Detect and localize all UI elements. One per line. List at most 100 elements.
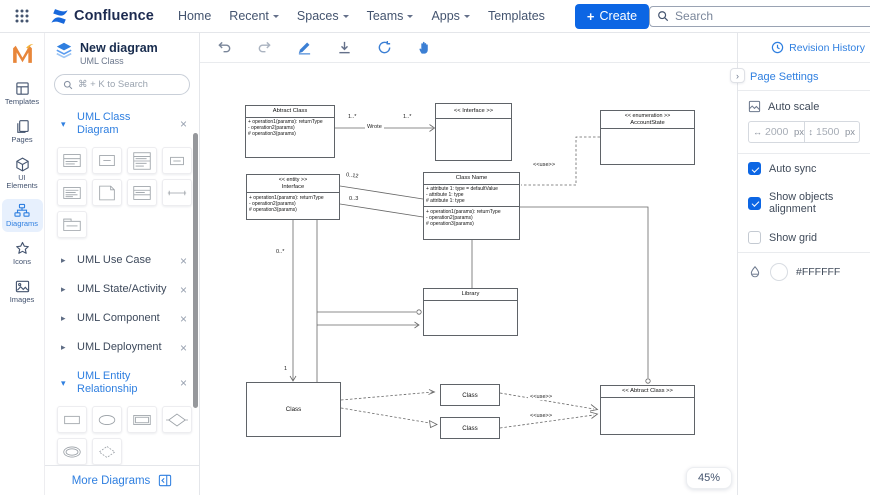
uml-node-interface[interactable]: << Interface >> — [435, 103, 512, 161]
redo-icon[interactable] — [254, 38, 274, 58]
page-height-field[interactable]: ↕ px — [803, 122, 860, 142]
uml-attribute: + attribute 1: type = defaultValue — [426, 186, 498, 192]
uml-node-class-big[interactable]: Class — [246, 382, 341, 437]
vertical-arrow-icon: ↕ — [808, 127, 814, 137]
undo-icon[interactable] — [214, 38, 234, 58]
settings-panel: Revision History › Page Settings Auto sc… — [730, 33, 870, 495]
section-uml-state-activity[interactable]: ▸ UML State/Activity × — [61, 282, 187, 297]
sidebar-item-pages[interactable]: Pages — [2, 115, 43, 148]
uml-node-class-name[interactable]: Class Name + attribute 1: type = default… — [423, 172, 520, 240]
shapes-search-input[interactable] — [78, 79, 181, 90]
option-show-objects-alignment[interactable]: Show objects alignment — [738, 183, 870, 223]
shape-weak-entity[interactable] — [127, 406, 157, 433]
divider — [738, 252, 870, 253]
close-icon[interactable]: × — [179, 340, 187, 355]
uml-node-class-small-1[interactable]: Class — [440, 384, 500, 406]
caret-right-icon: ▸ — [61, 255, 66, 265]
nav-templates[interactable]: Templates — [487, 9, 545, 23]
page-width-input[interactable] — [765, 126, 791, 138]
uml-node-accountstate[interactable]: << enumeration >> AccountState — [600, 110, 695, 165]
nav-home[interactable]: Home — [177, 9, 212, 23]
shape-detailed-class[interactable] — [127, 147, 157, 174]
sidebar-item-icons[interactable]: Icons — [2, 237, 43, 270]
page-height-input[interactable] — [816, 126, 842, 138]
caret-right-icon: ▸ — [61, 342, 66, 352]
auto-scale-label: Auto scale — [768, 100, 820, 113]
zoom-level-badge[interactable]: 45% — [685, 467, 732, 489]
uml-node-abstract-class-2[interactable]: << Abtract Class >> — [600, 385, 695, 435]
show-objects-alignment-checkbox[interactable] — [748, 196, 761, 210]
uml-attribute: # attribute 1: type — [426, 198, 465, 205]
shape-simple-class[interactable] — [92, 147, 122, 174]
panel-scrollbar[interactable] — [193, 133, 198, 408]
draw-pencil-icon[interactable] — [294, 38, 314, 58]
section-uml-component[interactable]: ▸ UML Component × — [61, 311, 187, 326]
auto-sync-checkbox[interactable] — [748, 162, 761, 175]
image-icon — [15, 279, 30, 294]
shape-class-attributes[interactable] — [57, 179, 87, 206]
option-show-grid[interactable]: Show grid — [738, 223, 870, 252]
app-rail: Templates Pages UI Elements — [0, 33, 45, 495]
download-icon[interactable] — [334, 38, 354, 58]
close-icon[interactable]: × — [179, 253, 187, 268]
shape-association[interactable] — [162, 179, 192, 206]
close-icon[interactable]: × — [179, 311, 187, 326]
nav-teams[interactable]: Teams — [367, 9, 414, 23]
background-color-swatch[interactable] — [770, 263, 788, 281]
shape-package[interactable] — [57, 211, 87, 238]
confluence-logo[interactable]: Confluence — [50, 7, 154, 26]
close-icon[interactable]: × — [179, 282, 187, 297]
shape-small-class[interactable] — [162, 147, 192, 174]
chevron-down-icon — [272, 14, 279, 21]
shape-interface-class[interactable] — [127, 179, 157, 206]
revision-history-button[interactable]: Revision History — [738, 33, 870, 63]
nav-apps[interactable]: Apps — [431, 9, 470, 23]
shape-multivalued-attribute[interactable] — [57, 438, 87, 465]
create-button[interactable]: + Create — [574, 3, 650, 29]
global-search[interactable] — [649, 5, 870, 27]
uml-node-class-small-2[interactable]: Class — [440, 417, 500, 439]
diagram-canvas[interactable]: Abtract Class + operation1(params): retu… — [200, 63, 737, 495]
uml-node-title: Interface — [281, 183, 305, 190]
shape-relationship[interactable] — [162, 406, 192, 433]
paint-fill-icon — [748, 265, 762, 279]
sidebar-item-images[interactable]: Images — [2, 275, 43, 308]
more-diagrams-button[interactable]: More Diagrams — [45, 465, 199, 495]
uml-node-library[interactable]: Library — [423, 288, 518, 336]
sync-icon[interactable] — [374, 38, 394, 58]
sidebar-item-ui-elements[interactable]: UI Elements — [2, 153, 43, 194]
section-uml-class-diagram[interactable]: ▾ UML Class Diagram × — [61, 111, 187, 136]
shapes-search[interactable] — [54, 74, 190, 95]
page-width-field[interactable]: ↔ px — [749, 122, 804, 142]
background-color-row: #FFFFFF — [738, 253, 870, 291]
close-icon[interactable]: × — [179, 117, 187, 131]
pan-hand-icon[interactable] — [414, 38, 434, 58]
shape-note[interactable] — [92, 179, 122, 206]
option-auto-sync[interactable]: Auto sync — [738, 154, 870, 183]
uml-node-title: Class — [285, 406, 302, 413]
uml-operation: # operation3(params) — [426, 221, 474, 228]
cube-icon — [15, 157, 30, 172]
sidebar-item-templates[interactable]: Templates — [2, 77, 43, 110]
uml-node-abstract-class[interactable]: Abtract Class + operation1(params): retu… — [245, 105, 335, 158]
shape-entity[interactable] — [57, 406, 87, 433]
collapse-panel-button[interactable]: › — [730, 68, 745, 83]
section-uml-entity-relationship[interactable]: ▾ UML Entity Relationship × — [61, 370, 187, 395]
plugin-logo[interactable] — [10, 41, 35, 66]
nav-recent[interactable]: Recent — [229, 9, 279, 23]
close-icon[interactable]: × — [179, 376, 187, 390]
shape-class-with-title[interactable] — [57, 147, 87, 174]
sidebar-item-diagrams[interactable]: Diagrams — [1, 199, 43, 232]
section-uml-deployment[interactable]: ▸ UML Deployment × — [61, 340, 187, 355]
section-uml-use-case[interactable]: ▸ UML Use Case × — [61, 253, 187, 268]
shape-attribute[interactable] — [92, 406, 122, 433]
search-input[interactable] — [675, 9, 867, 23]
uml-member: + operation1(params): returnType — [249, 194, 324, 201]
nav-spaces[interactable]: Spaces — [297, 9, 349, 23]
app-switcher-icon[interactable] — [10, 4, 34, 28]
uml-operation: - operation2(params) — [426, 214, 473, 221]
uml-node-entity-interface[interactable]: << entity >> Interface + operation1(para… — [246, 174, 340, 220]
show-grid-checkbox[interactable] — [748, 231, 761, 244]
shape-weak-relationship[interactable] — [92, 438, 122, 465]
navbar-right: ? — [649, 5, 870, 27]
